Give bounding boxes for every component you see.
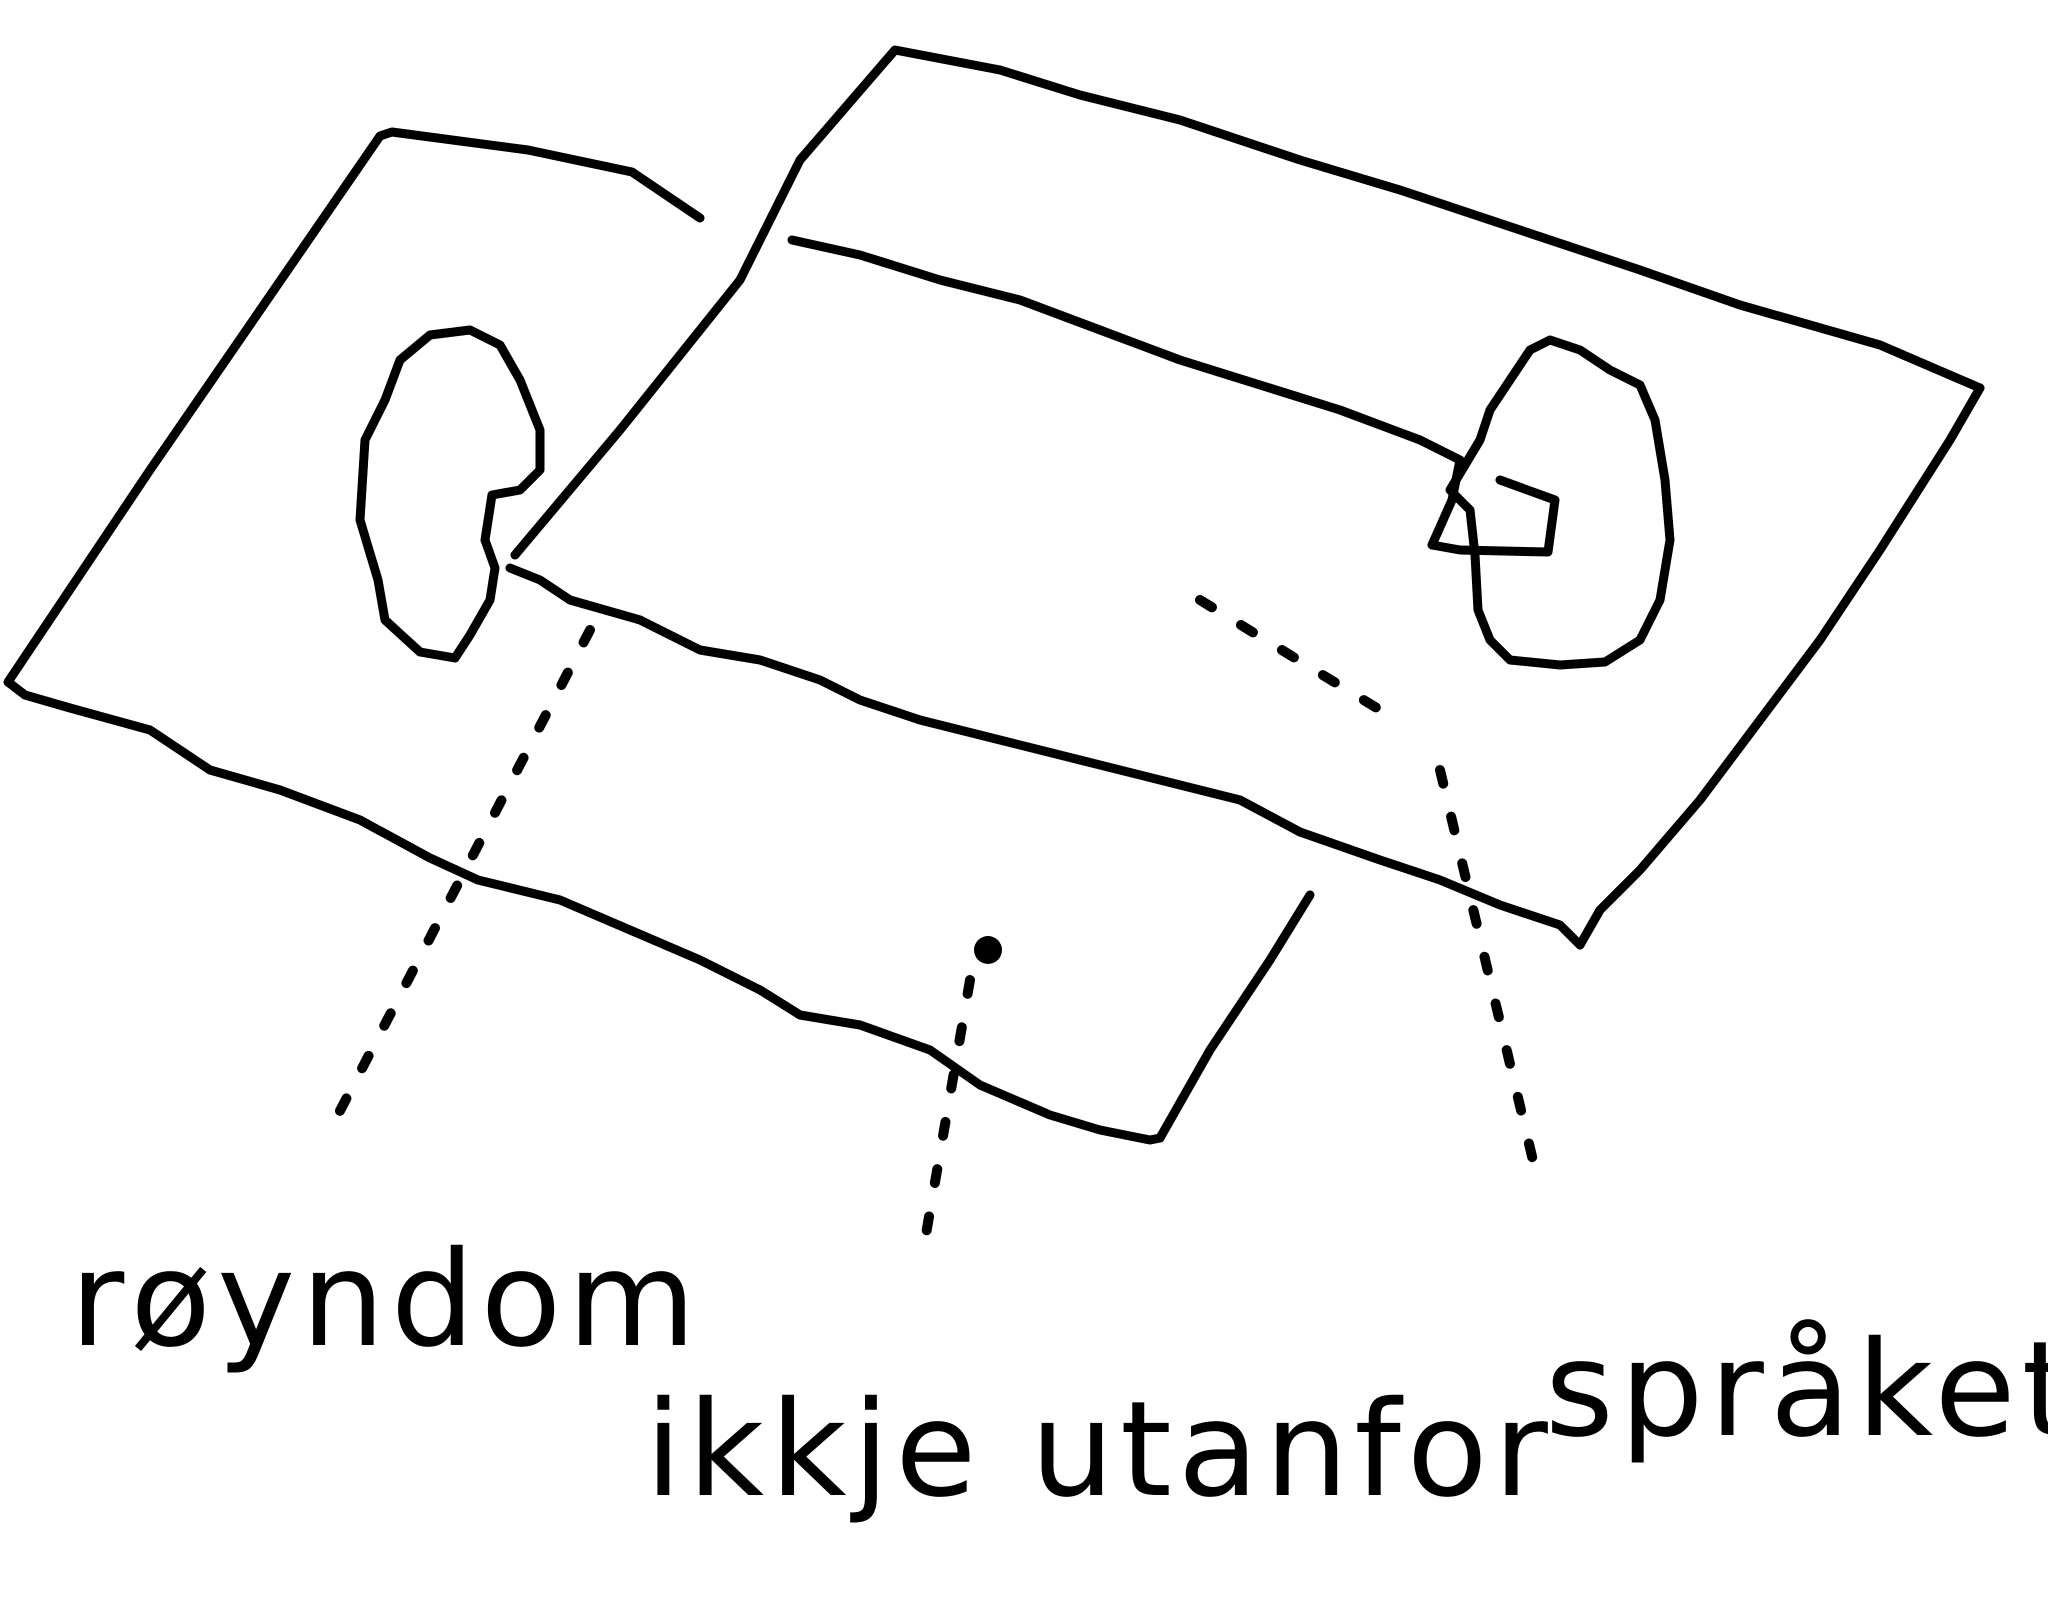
right-plane: [510, 45, 1985, 950]
right-blob-notch: [1427, 455, 1560, 557]
left-plane: [3, 127, 1315, 1145]
middle-connector-head: [974, 936, 1002, 964]
left-plane-right-edge: [1155, 890, 1315, 1143]
middle-connector-dotted: [920, 975, 975, 1245]
right-plane-hidden-dotted: [1195, 595, 1385, 715]
left-plane-bottom-edge: [473, 875, 1165, 1145]
right-plane-inner-line: [787, 235, 1465, 465]
label-reality: røyndom: [70, 1223, 702, 1377]
right-plane-bottom-edge: [1295, 827, 1585, 950]
left-blob: [355, 325, 545, 663]
right-plane-right-edge: [1575, 383, 1985, 950]
right-connector-dotted: [1435, 765, 1545, 1195]
label-language: språket: [1545, 1313, 2048, 1467]
label-not-outside: ikkje utanfor: [645, 1373, 1554, 1527]
right-blob: [1445, 335, 1675, 670]
left-connector-dotted: [325, 625, 595, 1135]
left-plane-hidden-edge: [505, 563, 1305, 837]
right-plane-outline: [510, 45, 1985, 560]
left-plane-outline: [3, 127, 705, 885]
